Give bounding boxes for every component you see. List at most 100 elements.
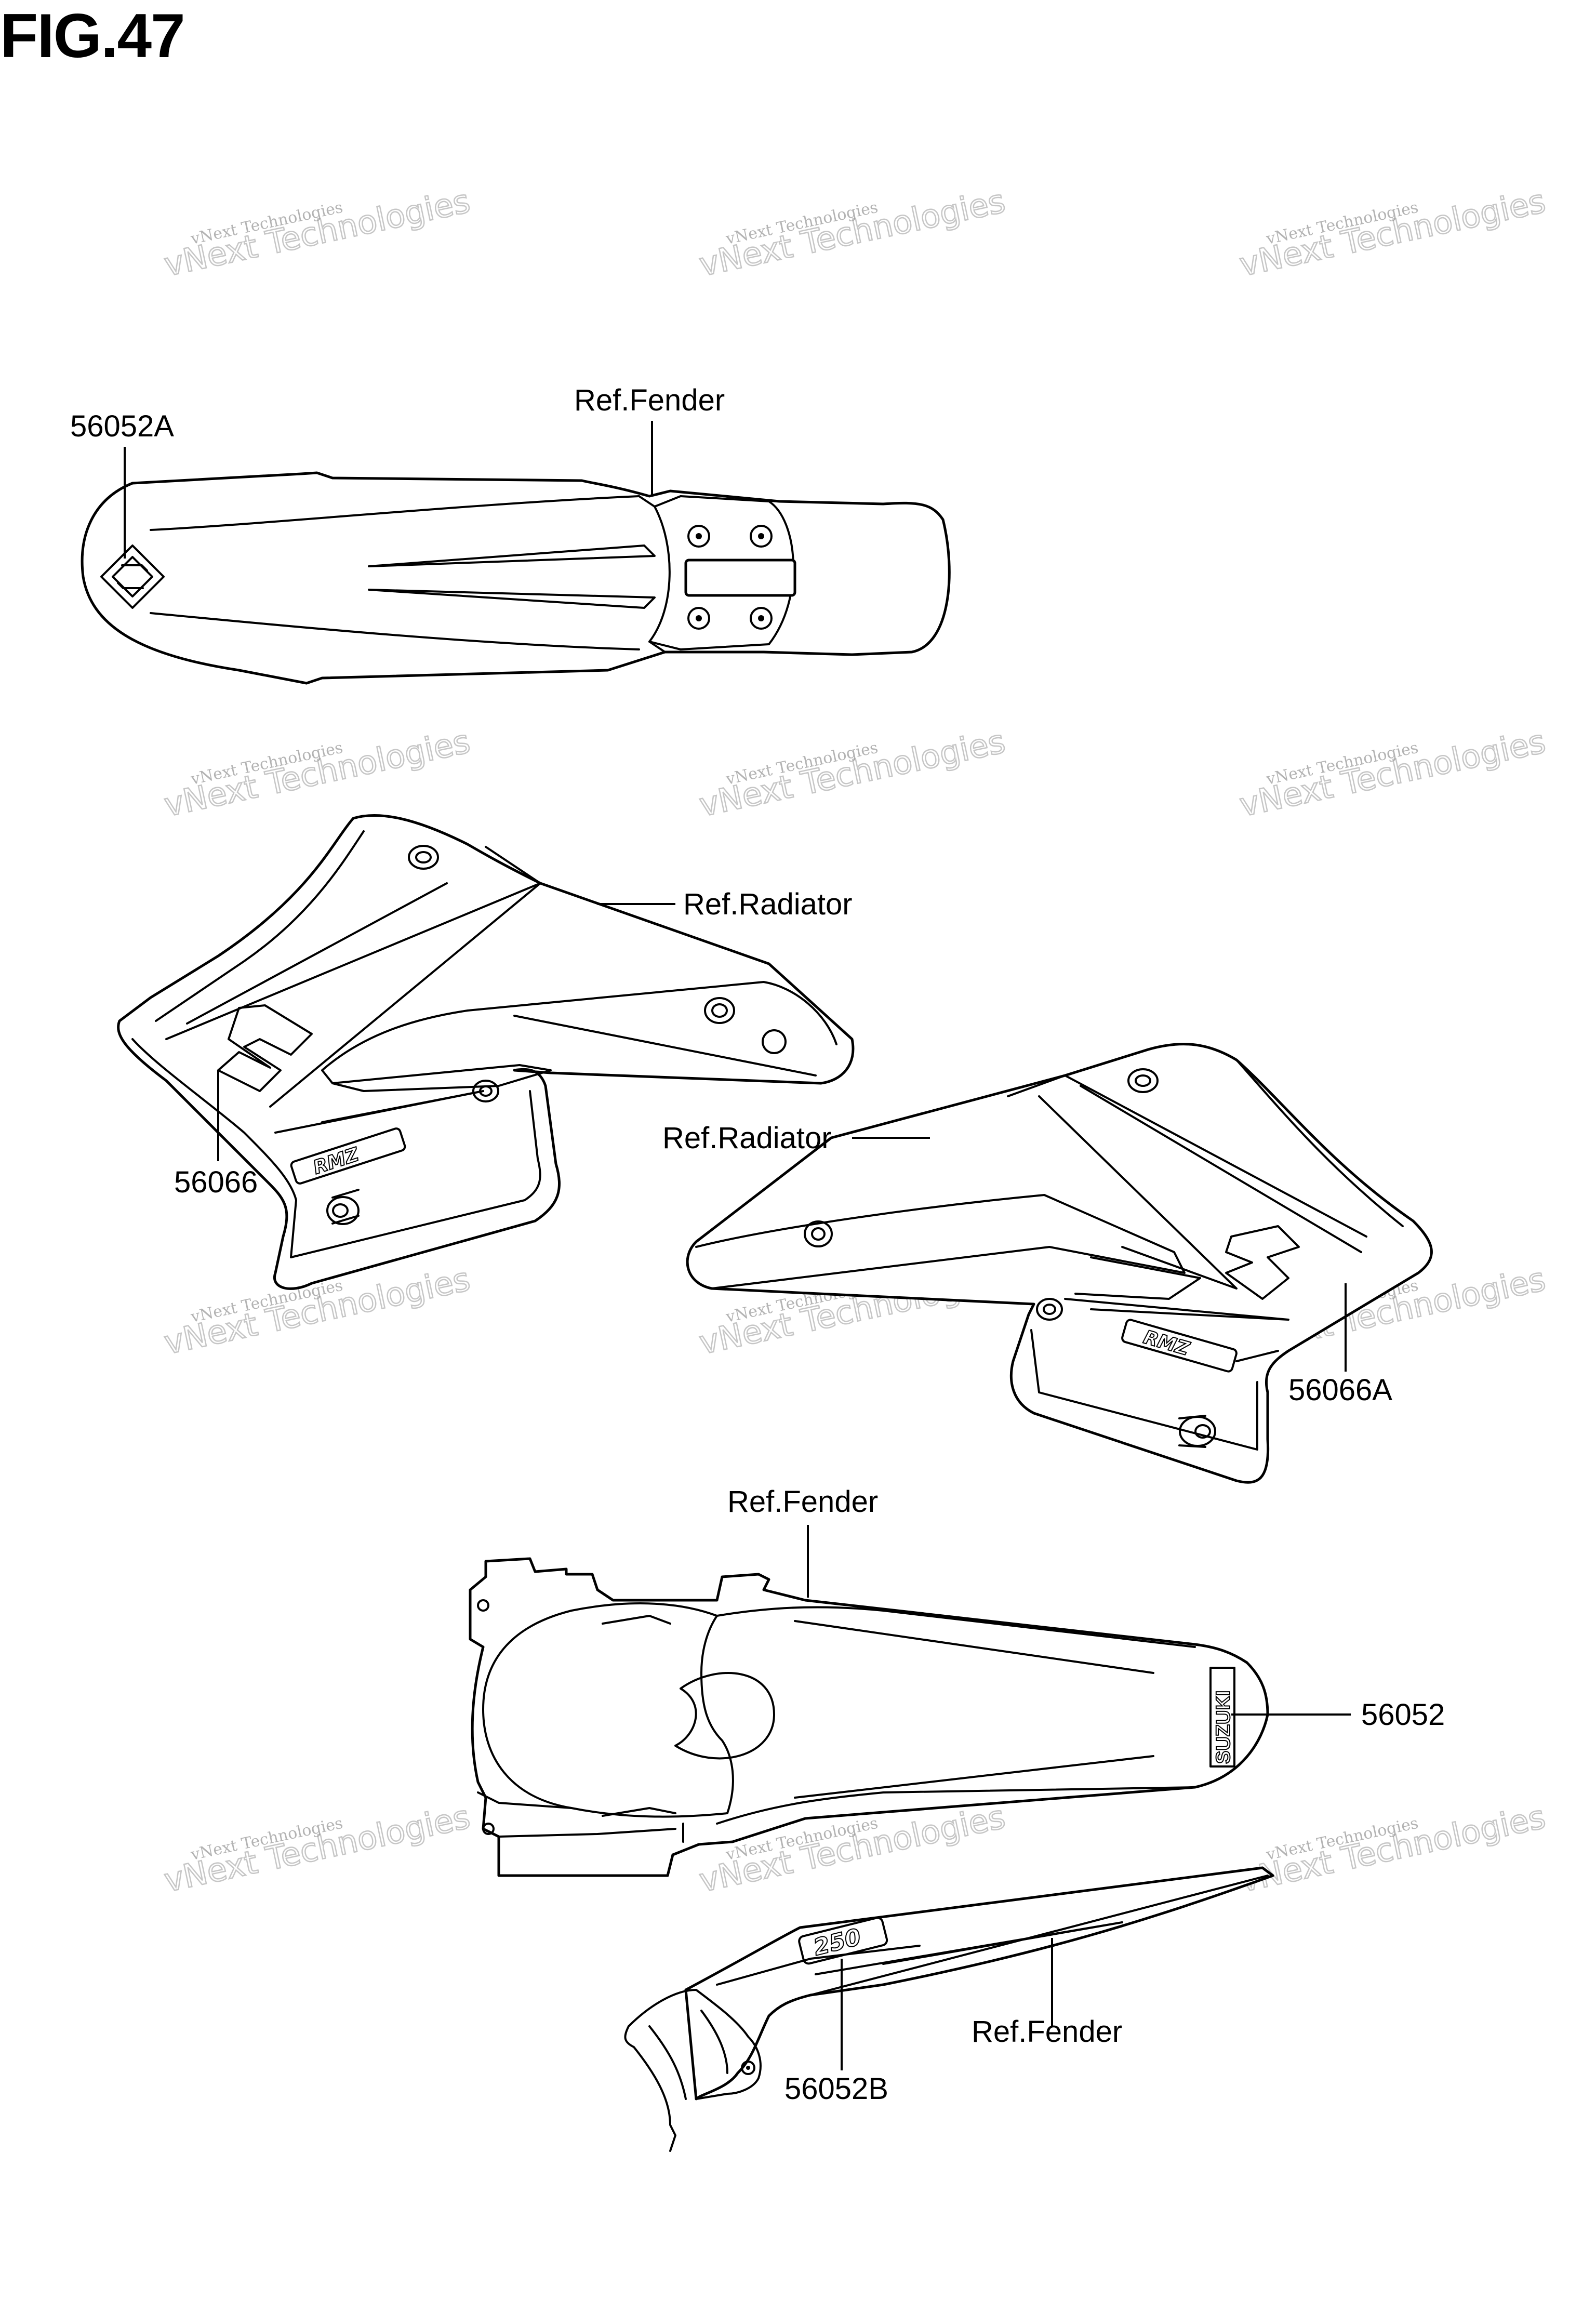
grommet-icon [704, 997, 735, 1024]
right-shroud-inner-edge [1030, 1059, 1404, 1451]
side-fender-stripe [815, 1921, 1123, 1975]
rear-fender-ridge [794, 1755, 1154, 1799]
rear-fender-cutout [674, 1672, 775, 1760]
front-fender-bolts [687, 525, 773, 630]
left-shroud-outline [117, 814, 855, 1290]
label-ref-radiator-right: Ref.Radiator [662, 1121, 832, 1155]
grommet-icon [332, 1203, 349, 1218]
side-fender-stripe [809, 1875, 1269, 1996]
rear-fender-outline [469, 1557, 1269, 1877]
rear-fender-ridge [794, 1620, 1154, 1674]
side-fender-mount [624, 2025, 676, 2152]
watermark: vNext Technologies vNext Technologies [160, 1797, 474, 1900]
grommet-icon [804, 1220, 833, 1247]
watermark: vNext Technologies vNext Technologies [695, 722, 1009, 825]
grommet-icon [326, 1196, 360, 1225]
label-ref-radiator-left: Ref.Radiator [683, 887, 853, 921]
callout-56066A: 56066A [1288, 1283, 1392, 1407]
front-fender-ridge [368, 544, 656, 567]
front-fender-ridge [368, 589, 656, 609]
side-fender-mount [628, 1989, 762, 2100]
suzuki-decal-text: SUZUKI [1213, 1691, 1234, 1764]
right-radiator-shroud: RMZ [686, 1043, 1433, 1484]
rear-fender-body [482, 1602, 728, 1818]
watermark: vNext Technologies vNext Technologies [1235, 1797, 1549, 1900]
right-shroud-crease [1080, 1085, 1362, 1253]
grommet-icon [811, 1227, 826, 1241]
suzuki-logo-icon [117, 564, 148, 589]
rmz-decal-icon [1121, 1319, 1238, 1373]
watermark: vNext Technologies vNext Technologies [1235, 181, 1549, 284]
label-ref-fender-side: Ref.Fender [972, 2015, 1122, 2049]
side-fender-mount [648, 2010, 728, 2100]
suzuki-decal-icon [1209, 1667, 1235, 1768]
bolt-icon [687, 607, 710, 630]
rear-fender-ridge [716, 1786, 1196, 1825]
callout-right-radiator-ref: Ref.Radiator [662, 1121, 930, 1155]
grommet-icon [479, 1085, 493, 1097]
right-shroud-outline [686, 1043, 1433, 1484]
callout-56052A: 56052A [70, 409, 174, 559]
callout-rear-fender-ref: Ref.Fender [727, 1485, 878, 1598]
side-fender-outline [684, 1866, 1274, 2101]
right-shroud-grommets [804, 1068, 1216, 1448]
front-fender-strap [684, 559, 796, 597]
callout-front-fender-ref: Ref.Fender [574, 383, 725, 496]
bolt-icon [750, 525, 773, 548]
rear-fender-hump [700, 1615, 734, 1814]
side-rear-fender: 250 [624, 1866, 1274, 2152]
part-number-56052B: 56052B [784, 2072, 888, 2106]
grommet-icon [711, 1003, 728, 1018]
suzuki-logo-icon [100, 544, 165, 609]
watermark: vNext Technologies vNext Technologies [160, 722, 474, 825]
callout-side-fender-ref: Ref.Fender [972, 1938, 1122, 2049]
part-number-56066A: 56066A [1288, 1373, 1392, 1407]
part-number-56052A: 56052A [70, 409, 174, 443]
suzuki-logo-icon [100, 544, 165, 609]
left-shroud-stripe [274, 1090, 484, 1134]
grommet-icon [408, 845, 439, 870]
rear-fender: SUZUKI [469, 1557, 1269, 1877]
left-radiator-shroud: RMZ [117, 814, 855, 1290]
figure-title: FIG.47 [0, 1, 185, 71]
side-fender-bolt-icon [741, 2061, 755, 2075]
watermark: vNext Technologies vNext Technologies [1235, 722, 1549, 825]
front-fender [81, 471, 951, 685]
callout-56052: 56052 [1231, 1698, 1445, 1732]
suzuki-logo-icon [112, 556, 153, 597]
front-fender-ridge [150, 495, 640, 531]
bolt-icon [758, 615, 764, 621]
grommet-icon [1178, 1415, 1206, 1448]
grommet-icon [1036, 1298, 1063, 1321]
grommet-icon [1194, 1424, 1211, 1439]
callout-56052B: 56052B [784, 1959, 888, 2106]
rear-fender-bracket [477, 1615, 676, 1838]
grommet-icon [1127, 1068, 1159, 1093]
rear-fender-suzuki-decal: SUZUKI [1209, 1667, 1235, 1768]
right-shroud-stripe [1064, 1298, 1289, 1321]
callout-left-radiator-ref: Ref.Radiator [597, 887, 853, 921]
grommet-icon [1043, 1304, 1056, 1315]
right-shroud-s-graphic [1225, 1225, 1300, 1300]
rear-fender-ridge [716, 1606, 1196, 1648]
part-number-56066: 56066 [174, 1165, 258, 1199]
watermark: vNext Technologies vNext Technologies [695, 181, 1009, 284]
grommet-icon [762, 1029, 787, 1054]
bolt-icon [758, 533, 764, 539]
watermark: vNext Technologies vNext Technologies [160, 181, 474, 284]
right-shroud-panel [695, 1194, 1201, 1300]
number-decal-icon [798, 1917, 888, 1965]
bolt-icon [696, 533, 702, 539]
part-number-56052: 56052 [1361, 1698, 1445, 1732]
label-ref-fender-rear: Ref.Fender [727, 1485, 878, 1519]
side-fender-stripe [716, 1945, 921, 1986]
left-shroud-crease [269, 882, 541, 1108]
grommet-icon [331, 1189, 360, 1225]
side-fender-bolt-icon [746, 2066, 750, 2070]
bolt-icon [750, 607, 773, 630]
rear-fender-bolt-icon [482, 1823, 495, 1835]
grommet-icon [415, 851, 432, 863]
right-shroud-crease [1007, 1074, 1367, 1238]
rmz-decal-icon [290, 1127, 406, 1185]
